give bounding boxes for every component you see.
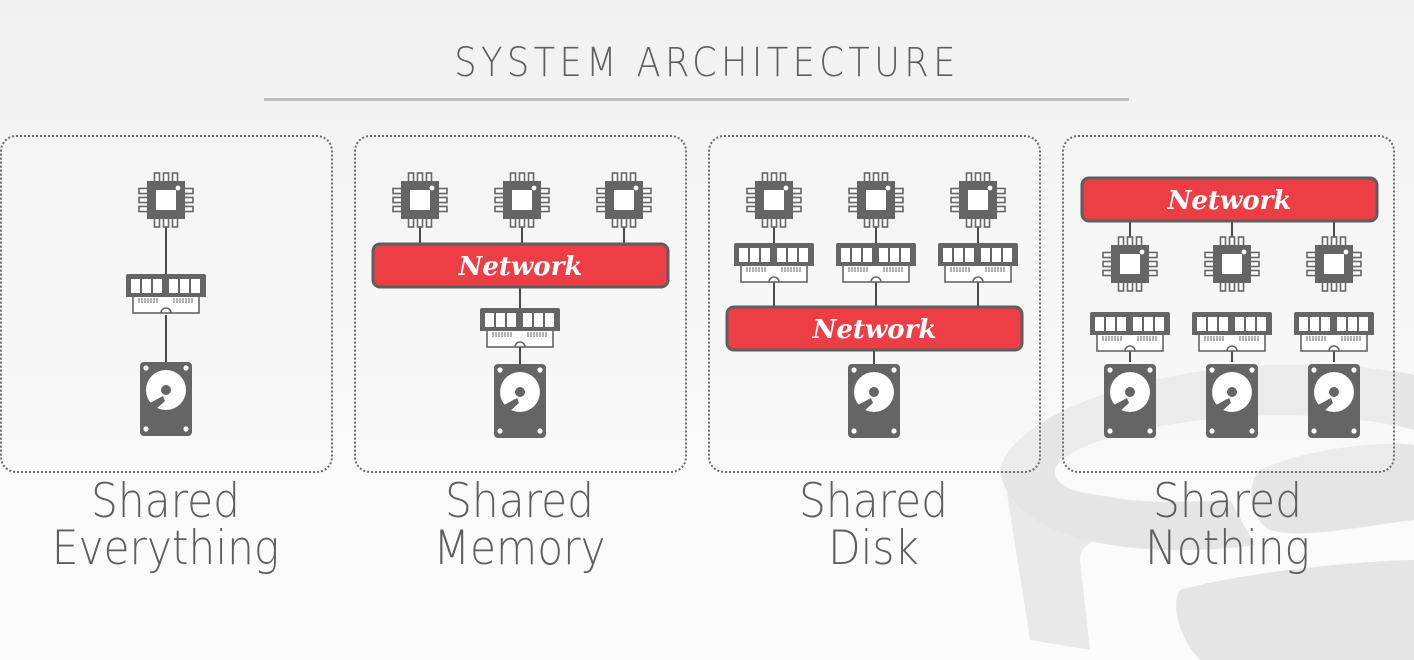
caption-line2: Disk <box>828 521 919 576</box>
memory-icon <box>1294 312 1374 352</box>
caption-shared-disk: Shared Disk <box>708 478 1039 572</box>
caption-line1: Shared <box>445 474 594 529</box>
network-label: Network <box>458 252 583 282</box>
panel-shared-memory: Network <box>354 135 687 473</box>
memory-icon <box>734 243 814 283</box>
cpu-icon <box>494 172 550 228</box>
disk-icon <box>1308 364 1360 438</box>
cpu-icon <box>1204 236 1260 292</box>
cpu-icon <box>392 172 448 228</box>
caption-line1: Shared <box>91 474 240 529</box>
network-bar: Network <box>725 305 1024 352</box>
memory-icon <box>480 308 560 348</box>
diagram-shared-nothing: Network <box>1080 176 1379 438</box>
caption-shared-memory: Shared Memory <box>354 478 685 572</box>
memory-icon <box>126 274 206 314</box>
panel-shared-disk: Network <box>708 135 1041 473</box>
caption-line1: Shared <box>1153 474 1302 529</box>
caption-shared-nothing: Shared Nothing <box>1062 478 1393 572</box>
diagram-shared-memory: Network <box>371 172 670 438</box>
memory-icon <box>938 243 1018 283</box>
disk-icon <box>848 364 900 438</box>
network-bar: Network <box>371 242 670 289</box>
cpu-icon <box>1306 236 1362 292</box>
disk-icon <box>494 364 546 438</box>
network-label: Network <box>812 315 937 345</box>
caption-line2: Memory <box>433 521 606 576</box>
caption-line1: Shared <box>799 474 948 529</box>
cpu-icon <box>1102 236 1158 292</box>
page-title: SYSTEM ARCHITECTURE <box>454 40 960 86</box>
diagram-shared-everything <box>126 172 206 436</box>
memory-icon <box>1192 312 1272 352</box>
caption-shared-everything: Shared Everything <box>0 478 331 572</box>
caption-line2: Everything <box>51 521 280 576</box>
panel-shared-everything <box>0 135 333 473</box>
caption-line2: Nothing <box>1145 521 1310 576</box>
disk-icon <box>140 362 192 436</box>
cpu-icon <box>848 172 904 228</box>
cpu-icon <box>950 172 1006 228</box>
title-divider <box>264 98 1129 101</box>
diagram-shared-disk: Network <box>725 172 1024 438</box>
cpu-icon <box>138 172 194 228</box>
network-label: Network <box>1167 186 1292 216</box>
disk-icon <box>1206 364 1258 438</box>
memory-icon <box>1090 312 1170 352</box>
network-bar: Network <box>1080 176 1379 223</box>
cpu-icon <box>746 172 802 228</box>
memory-icon <box>836 243 916 283</box>
panel-shared-nothing: Network <box>1062 135 1395 473</box>
disk-icon <box>1104 364 1156 438</box>
cpu-icon <box>596 172 652 228</box>
